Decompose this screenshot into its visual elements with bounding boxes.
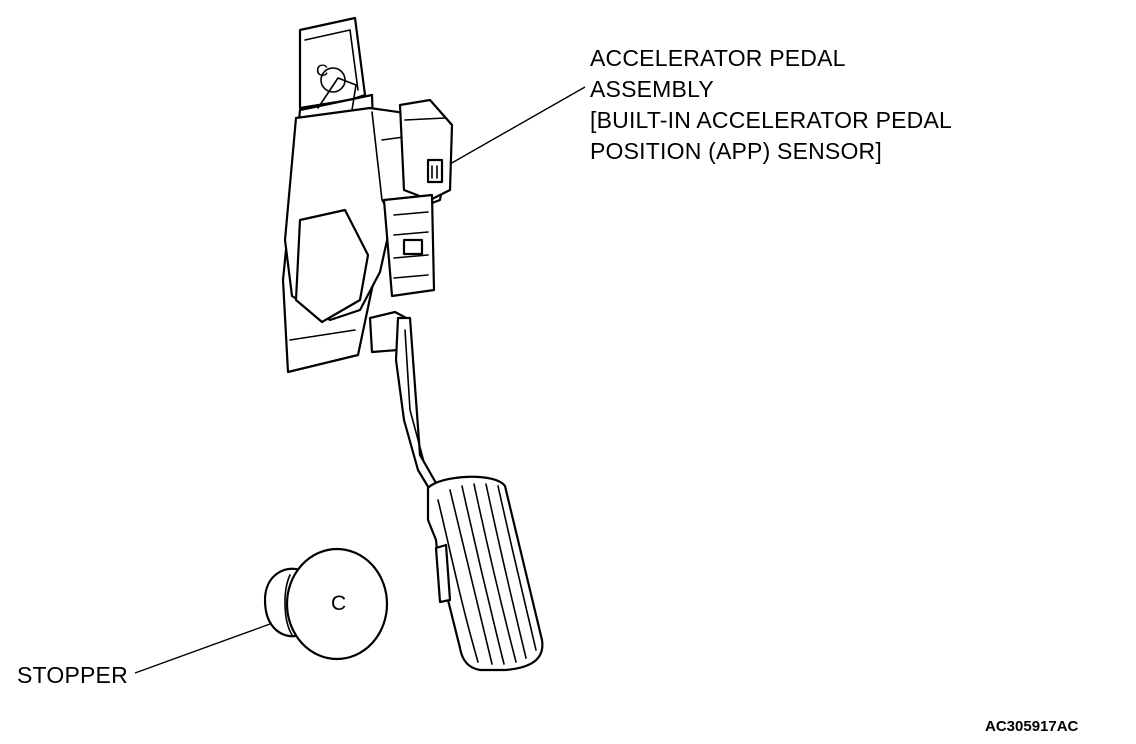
pedal-arm	[368, 310, 442, 502]
stopper-leader-line	[134, 623, 271, 674]
stopper-callout: STOPPER	[17, 662, 128, 688]
sensor-housing	[283, 67, 454, 324]
assembly-callout-line-3: [BUILT-IN ACCELERATOR PEDAL	[590, 107, 953, 133]
pedal-pad	[426, 475, 544, 672]
assembly-callout-line-2: ASSEMBLY	[590, 76, 714, 102]
stopper-marker-label: C	[331, 592, 347, 615]
assembly-callout-line-4: POSITION (APP) SENSOR]	[590, 138, 882, 164]
assembly-leader-line	[449, 86, 586, 165]
assembly-callout-line-1: ACCELERATOR PEDAL	[590, 45, 846, 71]
stopper-part	[263, 547, 389, 661]
assembly-callout: ACCELERATOR PEDAL ASSEMBLY [BUILT-IN ACC…	[590, 43, 952, 167]
figure-code: AC305917AC	[985, 718, 1079, 735]
bracket-marker-label: C	[316, 61, 329, 80]
